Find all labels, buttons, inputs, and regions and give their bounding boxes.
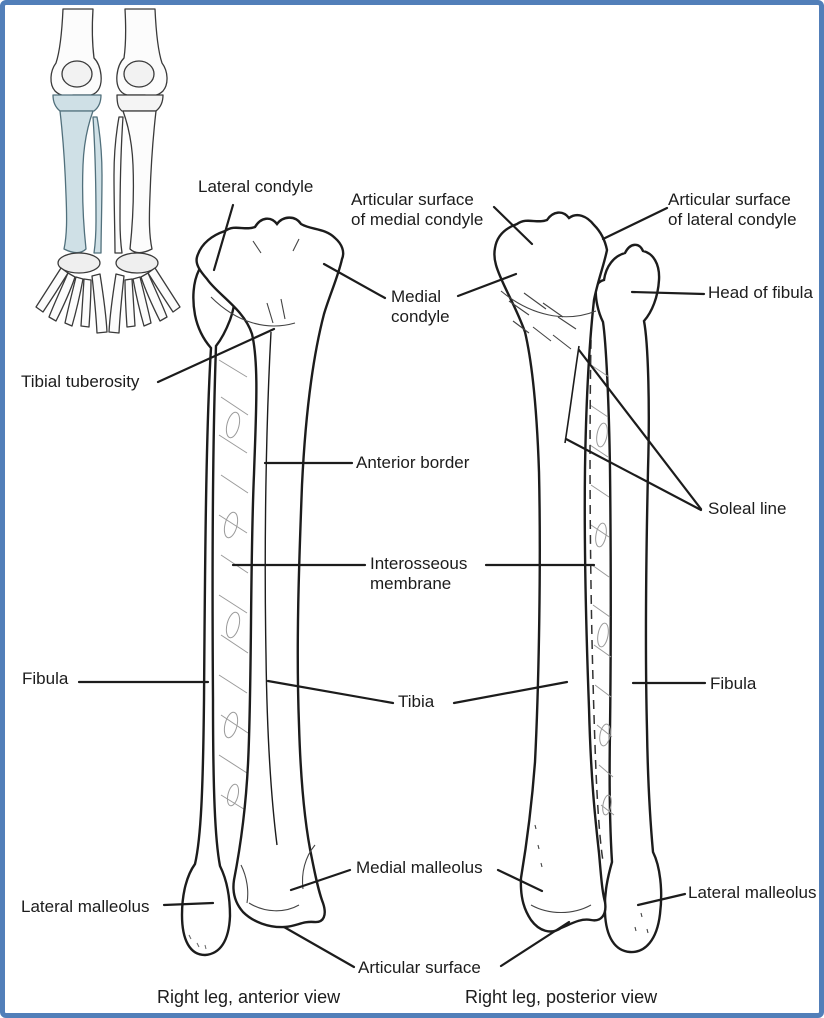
label-interosseous-membrane: Interosseous membrane: [370, 554, 468, 594]
leader-lateral-condyle: [212, 203, 235, 272]
label-articular-surface-medial-condyle: Articular surface of medial condyle: [351, 190, 484, 230]
leader-medial-malleolus-posterior: [496, 868, 544, 893]
leader-medial-malleolus-anterior: [289, 868, 352, 892]
label-articular-surface-lateral-condyle: Articular surface of lateral condyle: [668, 190, 797, 230]
label-tibial-tuberosity: Tibial tuberosity: [21, 372, 140, 391]
leader-tibia-posterior: [452, 680, 569, 705]
label-soleal-line: Soleal line: [708, 499, 787, 518]
leader-medial-condyle-anterior: [322, 262, 387, 300]
label-lateral-condyle: Lateral condyle: [198, 177, 314, 196]
leader-articular-surface-medial-condyle: [492, 205, 534, 246]
label-lateral-malleolus-right: Lateral malleolus: [688, 883, 817, 902]
label-head-of-fibula: Head of fibula: [708, 283, 813, 302]
label-medial-malleolus: Medial malleolus: [356, 858, 483, 877]
leader-lateral-malleolus-right: [636, 892, 687, 907]
inset-legs-illustration: [35, 8, 181, 334]
caption-posterior-view: Right leg, posterior view: [465, 987, 658, 1007]
label-medial-condyle: Medial condyle: [391, 287, 450, 327]
label-fibula-right: Fibula: [710, 674, 757, 693]
leader-soleal-line-upper: [577, 348, 703, 511]
posterior-view-illustration: [493, 211, 663, 954]
leader-tibia-anterior: [266, 679, 395, 705]
leader-medial-condyle-posterior: [456, 272, 518, 298]
label-tibia: Tibia: [398, 692, 435, 711]
bone-diagram-artwork: [35, 8, 707, 969]
leader-articular-surface-lateral-condyle: [601, 206, 669, 241]
anterior-view-illustration: [180, 216, 345, 957]
leader-tibial-tuberosity: [156, 327, 276, 384]
label-articular-surface: Articular surface: [358, 958, 481, 977]
caption-anterior-view: Right leg, anterior view: [157, 987, 341, 1007]
label-anterior-border: Anterior border: [356, 453, 470, 472]
leader-lateral-malleolus-left: [162, 901, 215, 907]
label-lateral-malleolus-left: Lateral malleolus: [21, 897, 150, 916]
leader-lines: [77, 203, 707, 969]
label-fibula-left: Fibula: [22, 669, 69, 688]
leader-head-of-fibula: [630, 290, 706, 296]
leader-articular-surface-posterior: [499, 920, 571, 968]
leader-articular-surface-anterior: [282, 925, 356, 969]
leader-soleal-line-lower: [564, 437, 703, 512]
